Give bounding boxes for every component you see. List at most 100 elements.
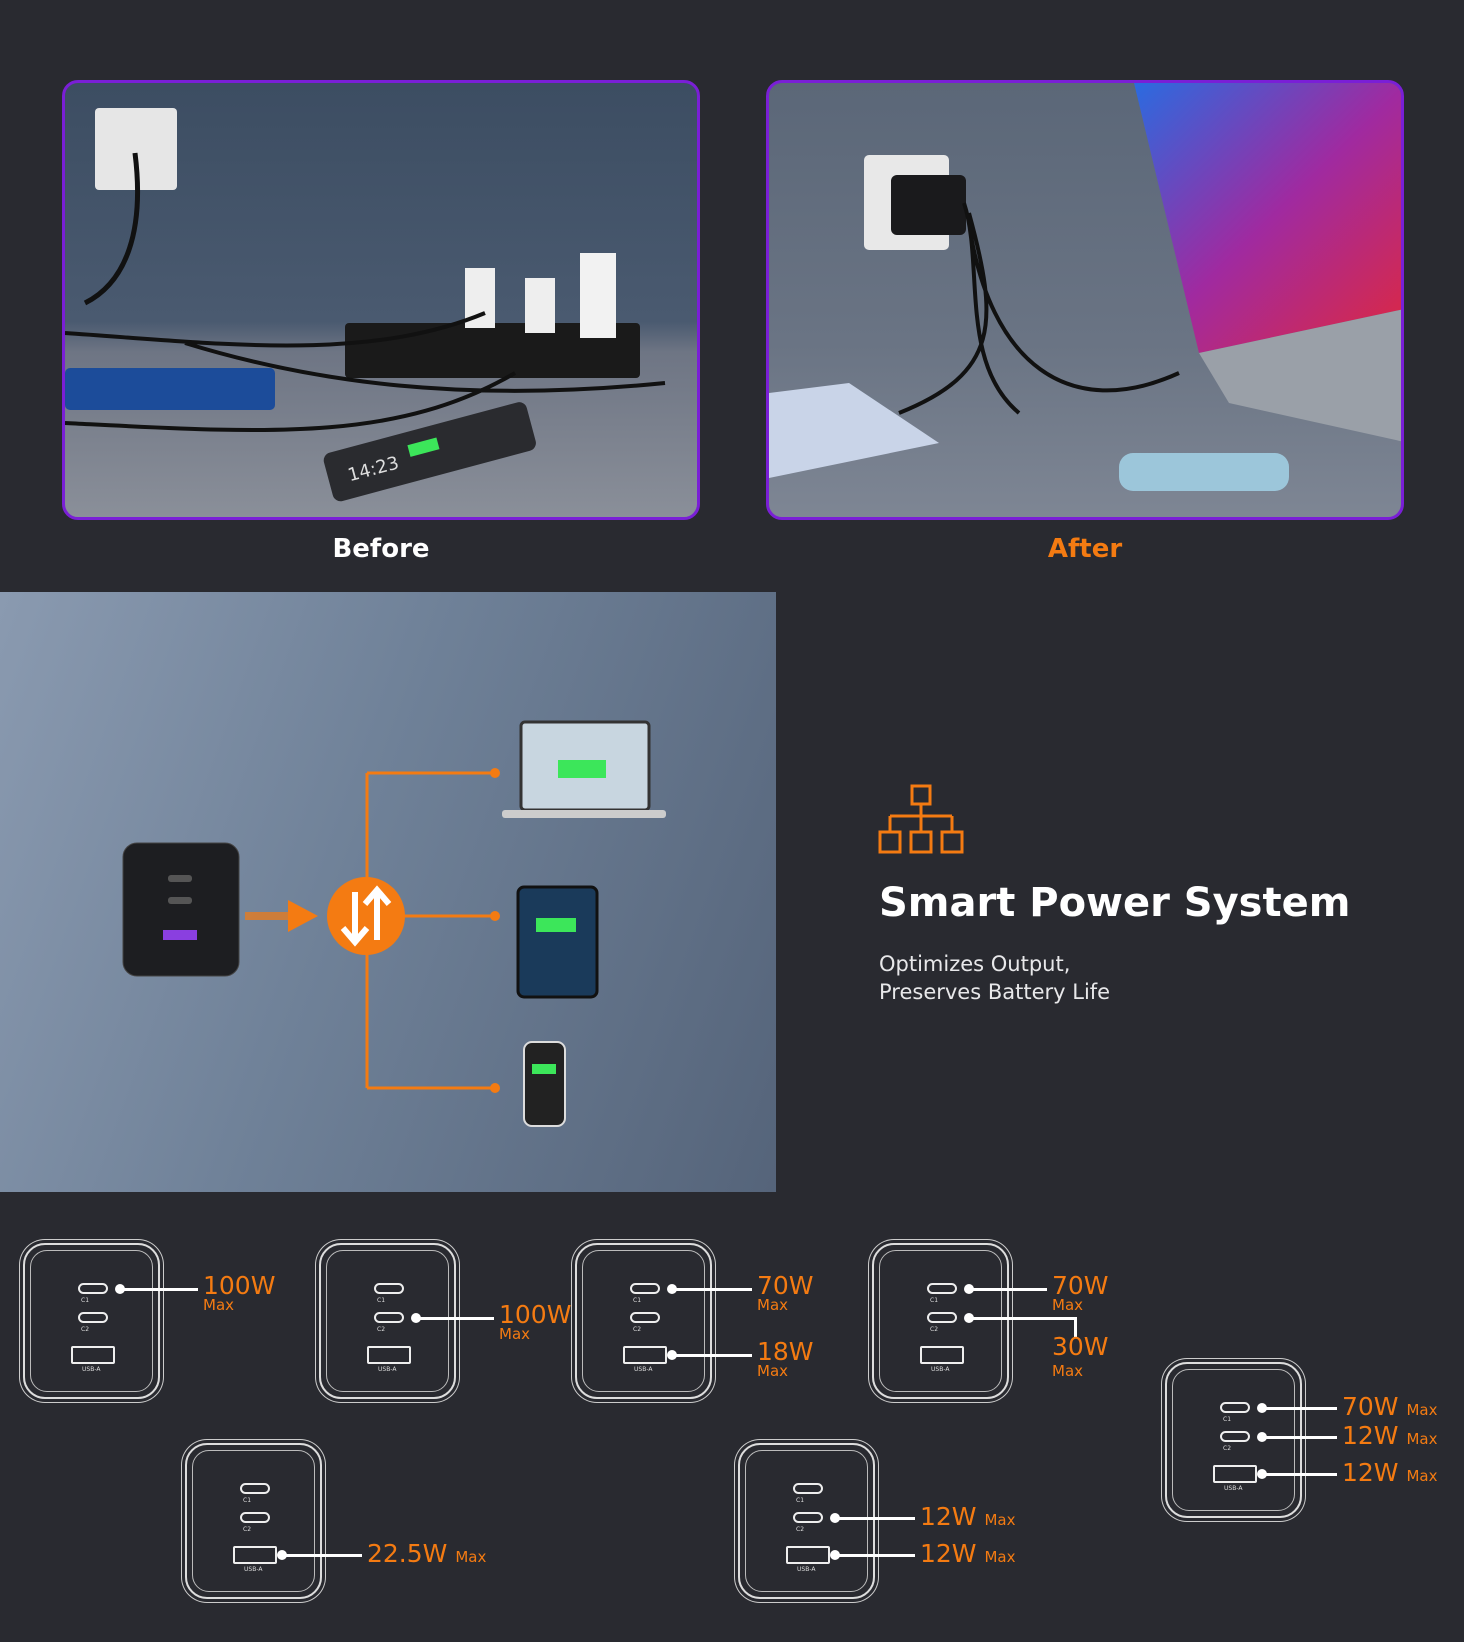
before-scene: 14:23 bbox=[65, 108, 666, 502]
usb-a-port bbox=[623, 1346, 667, 1364]
usb-c2-port bbox=[793, 1512, 823, 1523]
charger-outline bbox=[582, 1250, 705, 1392]
usb-a-port bbox=[71, 1346, 115, 1364]
power-strip bbox=[345, 323, 640, 378]
charger-diagram: C1 C2 USB-A 22.5W Max bbox=[185, 1443, 486, 1599]
network-hierarchy-icon bbox=[878, 784, 964, 854]
tablet-image bbox=[516, 885, 599, 999]
max-label: Max bbox=[757, 1296, 789, 1314]
charger-outline bbox=[745, 1450, 868, 1592]
usba-label: USB-A bbox=[378, 1366, 397, 1373]
usb-a-port bbox=[786, 1546, 830, 1564]
after-photo bbox=[766, 80, 1404, 520]
charger-outline bbox=[326, 1250, 449, 1392]
c2-label: C2 bbox=[796, 1526, 805, 1533]
usb-c2-port bbox=[240, 1512, 270, 1523]
charger-outline bbox=[192, 1450, 315, 1592]
c2-label: C2 bbox=[930, 1326, 939, 1333]
usb-c2-port bbox=[927, 1312, 957, 1323]
charger-outline bbox=[879, 1250, 1002, 1392]
max-label: Max bbox=[757, 1362, 789, 1380]
phone bbox=[1119, 453, 1289, 491]
usb-c2-port bbox=[630, 1312, 660, 1323]
subtitle-line-1: Optimizes Output, bbox=[879, 952, 1071, 976]
max-label: Max bbox=[1406, 1467, 1438, 1485]
wall-socket bbox=[95, 108, 177, 190]
c1-label: C1 bbox=[1223, 1416, 1232, 1423]
max-label: Max bbox=[1406, 1430, 1438, 1448]
usba-label: USB-A bbox=[1224, 1485, 1243, 1492]
c1-label: C1 bbox=[243, 1497, 252, 1504]
usba-label: USB-A bbox=[244, 1566, 263, 1573]
connector-line bbox=[416, 1317, 494, 1320]
watts: 12W bbox=[920, 1502, 977, 1531]
output-label: 12W Max bbox=[1342, 1421, 1438, 1450]
usba-label: USB-A bbox=[82, 1366, 101, 1373]
max-label: Max bbox=[1406, 1401, 1438, 1419]
usba-label: USB-A bbox=[634, 1366, 653, 1373]
subtitle-line-2: Preserves Battery Life bbox=[879, 980, 1111, 1004]
connector-line bbox=[1262, 1407, 1337, 1410]
after-scene bbox=[769, 83, 1401, 491]
after-label: After bbox=[1047, 534, 1123, 564]
charger-outline bbox=[1172, 1369, 1295, 1511]
c2-label: C2 bbox=[633, 1326, 642, 1333]
watts: 12W bbox=[1342, 1458, 1399, 1487]
connector-line bbox=[969, 1317, 1077, 1320]
connector-line bbox=[1262, 1473, 1337, 1476]
c2-label: C2 bbox=[81, 1326, 90, 1333]
usb-c2-port bbox=[78, 1312, 108, 1323]
watts: 18W bbox=[757, 1337, 814, 1366]
usb-a-port bbox=[233, 1546, 277, 1564]
c2-label: C2 bbox=[1223, 1445, 1232, 1452]
page-title: Smart Power System bbox=[879, 880, 1351, 926]
max-label: Max bbox=[984, 1548, 1016, 1566]
watts: 12W bbox=[1342, 1421, 1399, 1450]
before-label: Before bbox=[332, 534, 430, 564]
c2-label: C2 bbox=[377, 1326, 386, 1333]
usb-a-port bbox=[367, 1346, 411, 1364]
output-label: 22.5W Max bbox=[367, 1539, 486, 1568]
output-label: 70W Max bbox=[1342, 1392, 1438, 1421]
charger-outline bbox=[30, 1250, 153, 1392]
gan-charger bbox=[891, 175, 966, 235]
usb-a-port bbox=[920, 1346, 964, 1364]
arrow-right-icon bbox=[288, 900, 318, 932]
watts: 100W bbox=[203, 1271, 276, 1300]
usb-c1-port bbox=[793, 1483, 823, 1494]
switch-arrows-icon bbox=[327, 877, 405, 955]
output-label: 12W Max bbox=[1342, 1458, 1438, 1487]
max-label: Max bbox=[1052, 1296, 1084, 1314]
tablet bbox=[65, 368, 275, 410]
c1-label: C1 bbox=[796, 1497, 805, 1504]
watts: 70W bbox=[1342, 1392, 1399, 1421]
usb-c2-port bbox=[374, 1312, 404, 1323]
usb-c1-port bbox=[1220, 1402, 1250, 1413]
usb-c1-port bbox=[927, 1283, 957, 1294]
connector-line bbox=[120, 1288, 198, 1291]
usb-c1-port bbox=[240, 1483, 270, 1494]
c2-label: C2 bbox=[243, 1526, 252, 1533]
laptop-base bbox=[1199, 309, 1401, 442]
watts: 30W bbox=[1052, 1332, 1109, 1361]
connector-line bbox=[282, 1554, 362, 1557]
before-photo: 14:23 bbox=[62, 80, 700, 520]
power-distribution-graphic bbox=[122, 720, 666, 1127]
connector-line bbox=[672, 1288, 752, 1291]
usb-c1-port bbox=[78, 1283, 108, 1294]
max-label: Max bbox=[1052, 1362, 1084, 1380]
c1-label: C1 bbox=[377, 1297, 386, 1304]
max-label: Max bbox=[455, 1548, 487, 1566]
connector-line bbox=[835, 1554, 915, 1557]
c1-label: C1 bbox=[81, 1297, 90, 1304]
